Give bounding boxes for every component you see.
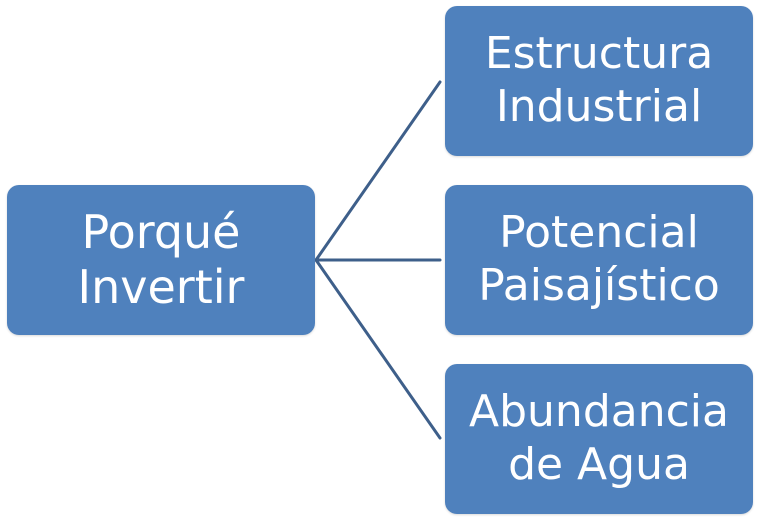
- connector-to-estructura-industrial: [314, 80, 442, 262]
- child-node-estructura-industrial: Estructura Industrial: [445, 6, 753, 156]
- connector-to-abundancia-de-agua: [314, 258, 442, 440]
- root-node-line-2: Invertir: [77, 260, 245, 314]
- child-node-3-line-1: Abundancia: [469, 386, 729, 438]
- root-node-porque-invertir: Porqué Invertir: [7, 185, 315, 335]
- child-node-2-line-1: Potencial: [499, 207, 699, 259]
- child-node-1-line-2: Industrial: [495, 81, 703, 132]
- child-node-abundancia-de-agua: Abundancia de Agua: [445, 364, 753, 514]
- child-node-potencial-paisajistico: Potencial Paisajístico: [445, 185, 753, 335]
- child-node-3-line-2: de Agua: [508, 439, 690, 490]
- child-node-1-line-1: Estructura: [484, 28, 714, 80]
- root-node-line-1: Porqué: [81, 204, 241, 259]
- child-node-2-line-2: Paisajístico: [478, 260, 720, 311]
